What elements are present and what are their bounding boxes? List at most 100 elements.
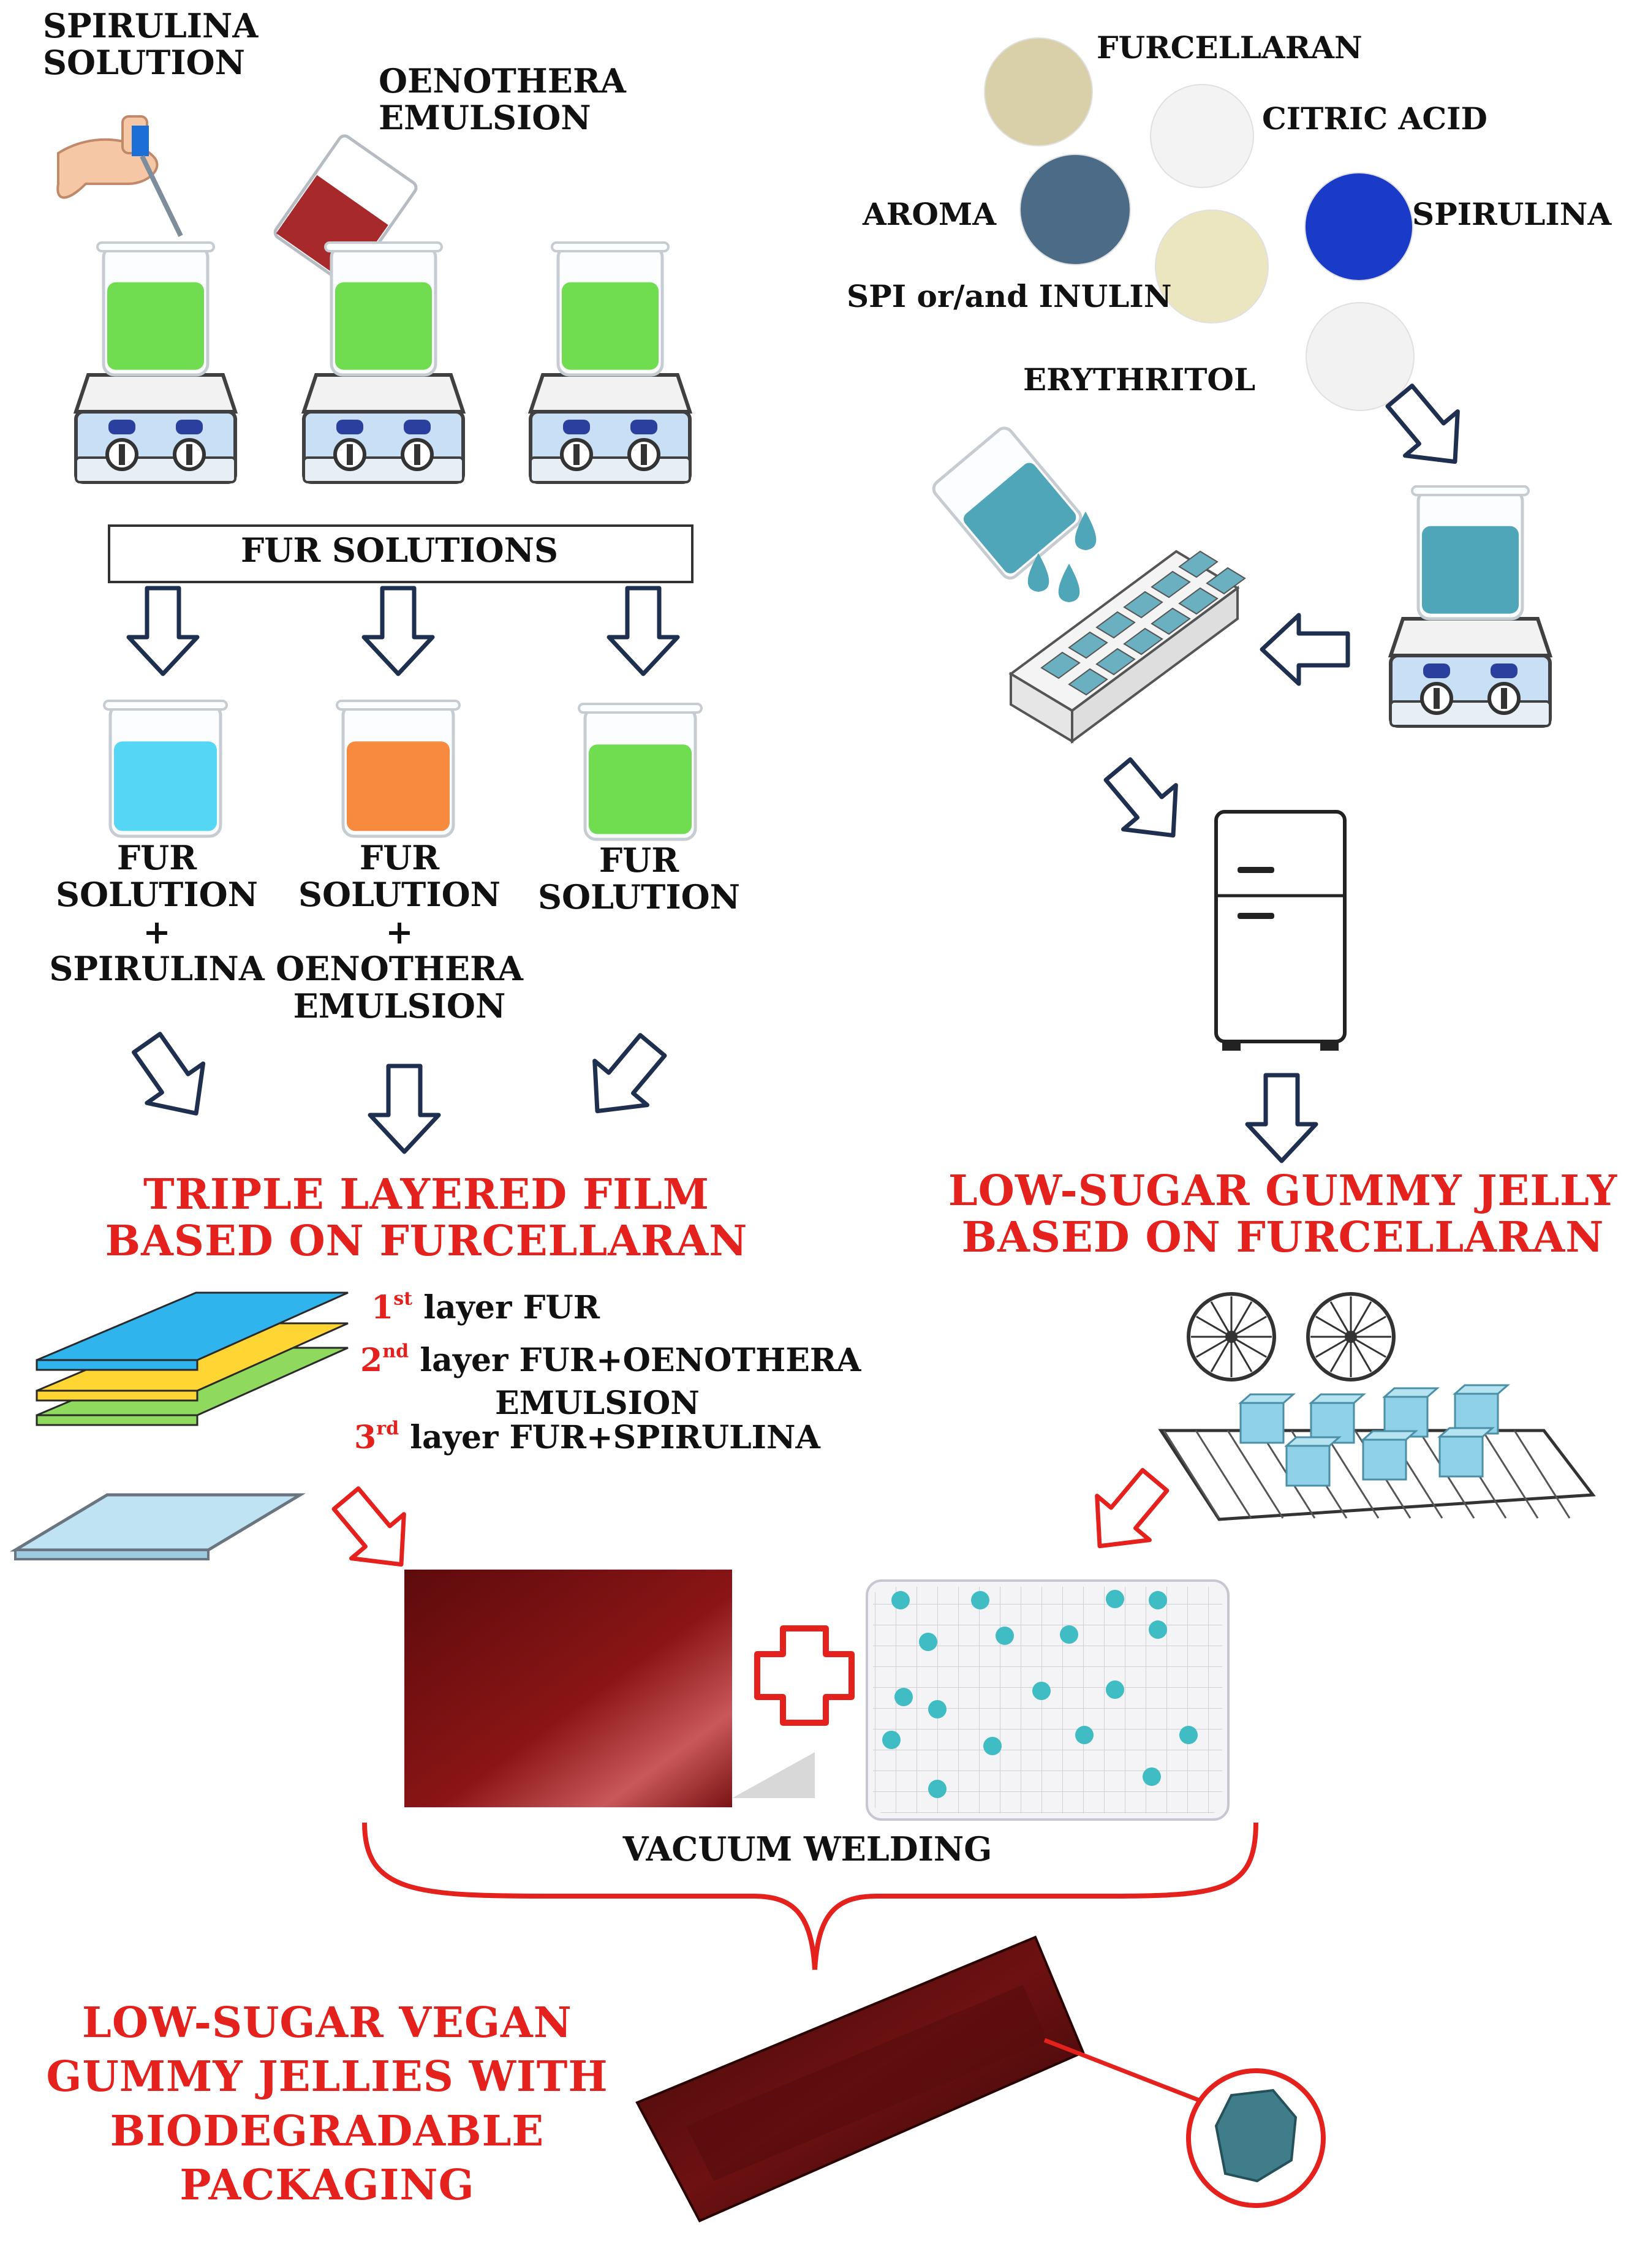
mould-tray-icon: [1008, 550, 1246, 744]
gummy-cube: [1285, 1445, 1331, 1487]
aroma-label: AROMA: [863, 196, 997, 232]
gummy-dot: [919, 1633, 937, 1651]
gummy-cube-top: [1437, 1427, 1495, 1438]
gummy-dot: [1106, 1680, 1124, 1699]
gummy-cube-icon: [1214, 2088, 1298, 2183]
drop-icon: [1058, 564, 1080, 602]
stirrer-3-beaker: [551, 241, 670, 377]
gummy-grid-mesh: [873, 1587, 1222, 1813]
diagram-structure: [9, 241, 1596, 2223]
casting-tray-edge: [14, 1549, 210, 1560]
gummy-cube: [1362, 1438, 1407, 1481]
arrow-fridge: [1103, 757, 1178, 838]
gummy-cube-top: [1453, 1384, 1510, 1395]
red-film-photo: [404, 1570, 732, 1807]
gummy-cube-top: [1382, 1387, 1440, 1398]
gummy-dot: [928, 1780, 947, 1798]
plus-icon: [754, 1625, 855, 1726]
fur-solutions-label: FUR SOLUTIONS: [240, 531, 559, 570]
vacuum-welding-label: VACUUM WELDING: [622, 1829, 992, 1869]
arrow-down-1: [126, 586, 200, 676]
fan-2-icon: [1306, 1292, 1396, 1382]
citric-acid-label: CITRIC ACID: [1262, 100, 1487, 137]
brace: [362, 1822, 1258, 1970]
jelly-stirrer-beaker: [1411, 485, 1530, 621]
gummy-cube: [1438, 1435, 1484, 1478]
ingredient-2-icon: [1150, 84, 1254, 188]
gummy-dot: [983, 1737, 1002, 1755]
gummy-dot: [971, 1591, 989, 1609]
stirrer-1: [73, 373, 238, 484]
jelly-stirrer: [1388, 617, 1553, 728]
erythritol-label: ERYTHRITOL: [1023, 361, 1256, 398]
film-layer-3-edge: [36, 1414, 198, 1426]
gummy-dot: [891, 1591, 910, 1609]
gummy-cube-top: [1309, 1393, 1366, 1404]
layer-2-label-cont: EMULSION: [495, 1385, 700, 1422]
stirrer-2-beaker: [324, 241, 443, 377]
arrow-red-jelly: [1095, 1468, 1170, 1549]
drop-icon: [1075, 512, 1097, 550]
gummy-cube-top: [1284, 1436, 1342, 1447]
arrow-down-3: [607, 586, 680, 676]
fridge-icon: [1214, 810, 1347, 1051]
film-layer-2-edge: [36, 1389, 198, 1402]
casting-tray: [9, 1493, 306, 1552]
solution-beaker-3: [578, 703, 703, 841]
package-shade: [686, 1985, 1048, 2181]
ingredient-6-icon: [1306, 302, 1415, 411]
gummy-dot: [1106, 1590, 1124, 1608]
arrow-right-1: [1385, 384, 1460, 464]
gummy-dot: [996, 1627, 1014, 1645]
pipette-hand-icon: [56, 115, 183, 237]
pouring-beaker-icon: [932, 426, 1083, 580]
stirrer-3: [527, 373, 693, 484]
ingredient-4-icon: [1304, 172, 1413, 281]
gummy-dot: [1032, 1682, 1051, 1700]
gummy-cube: [1239, 1402, 1285, 1444]
layer-2-label: 2nd layer FUR+OENOTHERA: [360, 1340, 861, 1379]
solution-beaker-2: [336, 700, 461, 838]
gummy-cube-top: [1361, 1430, 1418, 1441]
gummy-cube-top: [1238, 1393, 1296, 1404]
furcellaran-label: FURCELLARAN: [1097, 29, 1363, 66]
gummy-dot: [1143, 1767, 1161, 1786]
drop-icon: [1027, 553, 1049, 592]
spi-inulin-label: SPI or/and INULIN: [847, 278, 1172, 314]
gummy-dot: [928, 1700, 947, 1718]
arrow-film-3: [592, 1033, 667, 1114]
ingredient-5-icon: [1155, 210, 1269, 323]
gummy-dot: [1149, 1591, 1167, 1609]
stirrer-1-beaker: [96, 241, 215, 377]
spirulina-powder-label: SPIRULINA: [1412, 196, 1612, 232]
arrow-film-2: [368, 1064, 441, 1154]
ingredient-1-icon: [984, 37, 1093, 146]
gummy-dot: [1060, 1625, 1078, 1644]
ingredient-3-icon: [1019, 154, 1131, 265]
arrow-down-2: [361, 586, 435, 676]
fur-solutions-box: [108, 524, 694, 583]
stirrer-2: [301, 373, 466, 484]
arrow-down-fridge: [1245, 1073, 1318, 1163]
ingredient-circles: [984, 37, 1415, 411]
solution-beaker-1: [103, 700, 228, 838]
gummy-dot: [1075, 1726, 1094, 1744]
arrow-red-film: [331, 1486, 406, 1567]
gummy-dot: [1149, 1620, 1167, 1639]
gummy-dot: [1179, 1726, 1198, 1744]
gummy-dot: [882, 1731, 901, 1749]
film-layer-1-edge: [36, 1359, 198, 1371]
arrow-film-1: [132, 1032, 206, 1116]
arrow-left: [1260, 613, 1350, 686]
gummy-dot: [894, 1688, 913, 1706]
pointer-arrow: [1043, 2038, 1225, 2112]
